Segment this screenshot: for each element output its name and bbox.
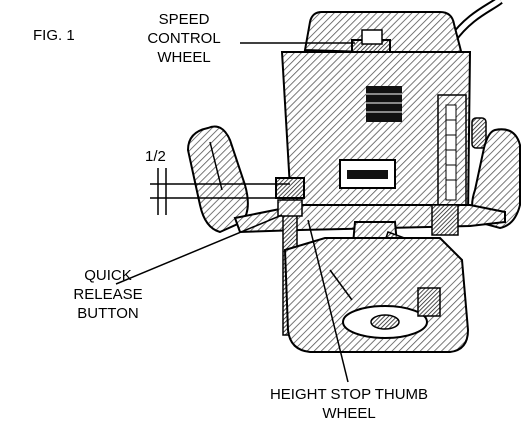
quick-release-label-line2: RELEASE [73,286,143,303]
left-handle [186,125,249,234]
speed-control-label-line3: WHEEL [157,49,211,66]
quick-release-label: QUICK RELEASE BUTTON [62,266,154,323]
quick-release-label-line3: BUTTON [77,305,139,322]
half-dimension-label: 1/2 [145,148,166,165]
figure-label: FIG. 1 [33,27,75,44]
speed-control-label: SPEED CONTROL WHEEL [138,10,230,67]
height-stop-leader [307,219,349,383]
depth-knob [471,117,487,149]
height-stop-label: HEIGHT STOP THUMB WHEEL [225,385,473,423]
height-stop-label-line2: WHEEL [322,405,376,422]
height-stop-label-line1: HEIGHT STOP THUMB [269,386,429,403]
speed-control-label-line2: CONTROL [147,30,221,47]
motor-cap [303,11,464,57]
quick-release-leader [115,214,283,285]
quick-release-label-line1: QUICK [84,267,132,284]
speed-control-label-line1: SPEED [158,11,210,28]
right-post [431,204,459,236]
height-stop-thumb-wheel [275,177,305,199]
right-handle [471,128,521,230]
vent-grille [366,86,402,122]
